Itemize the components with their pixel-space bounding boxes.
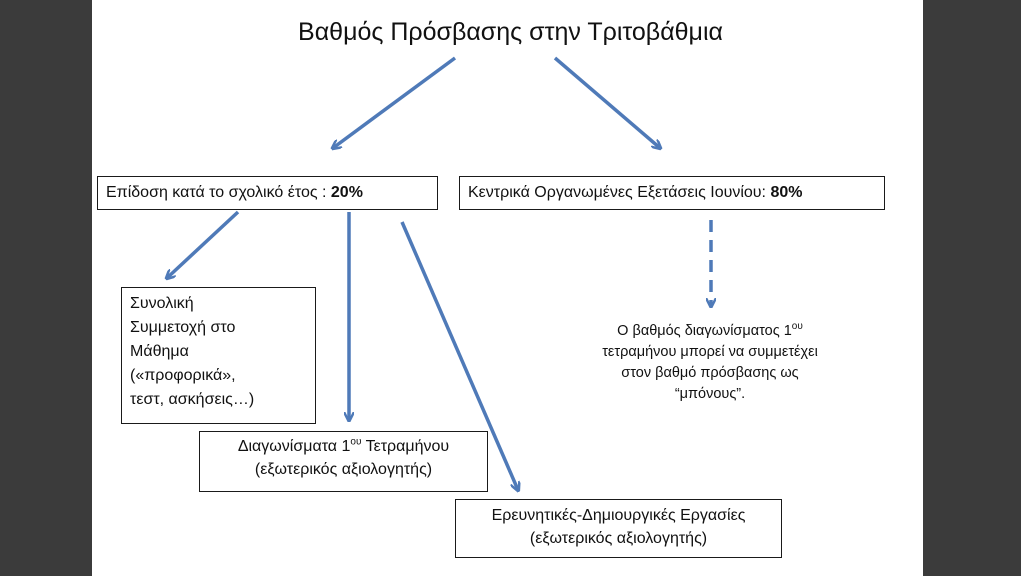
projects-line1: Ερευνητικές-Δημιουργικές Εργασίες	[491, 507, 746, 524]
arrow-title-to-school-year	[333, 56, 457, 148]
note-line3: στον βαθμό πρόσβασης ως	[621, 365, 799, 382]
tests-line1-sup: ου	[350, 436, 362, 448]
box-school-year: Επίδοση κατά το σχολικό έτος : 20%	[97, 176, 438, 210]
diagram-title: Βαθμός Πρόσβασης στην Τριτοβάθμια	[298, 18, 723, 46]
participation-line2: Συμμετοχή στο	[130, 319, 236, 336]
tests-line1-pre: Διαγωνίσματα 1	[237, 438, 351, 455]
central-exams-label: Κεντρικά Οργανωμένες Εξετάσεις Ιουνίου:	[468, 184, 771, 201]
note-line1-pre: Ο βαθμός διαγωνίσματος 1	[617, 323, 792, 339]
participation-line3: Μάθημα	[130, 343, 189, 360]
projects-line2: (εξωτερικός αξιολογητής)	[529, 530, 708, 548]
school-year-percent: 20%	[330, 184, 363, 201]
participation-line5: τεστ, ασκήσεις…)	[130, 391, 255, 408]
box-participation: Συνολική Συμμετοχή στο Μάθημα («προφορικ…	[121, 287, 316, 424]
tests-line1-post: Τετραμήνου	[361, 438, 450, 455]
central-exams-percent: 80%	[770, 184, 803, 201]
arrow-school-to-projects	[400, 221, 518, 490]
note-line1-sup: ου	[791, 321, 803, 333]
bonus-note: Ο βαθμός διαγωνίσματος 1ου τετραμήνου μπ…	[590, 321, 830, 405]
participation-line1: Συνολική	[130, 295, 194, 312]
note-line4: “μπόνους”.	[674, 386, 746, 403]
note-line2: τετραμήνου μπορεί να συμμετέχει	[602, 344, 818, 361]
box-tests: Διαγωνίσματα 1ου Τετραμήνου (εξωτερικός …	[199, 431, 488, 492]
box-projects: Ερευνητικές-Δημιουργικές Εργασίες (εξωτε…	[455, 499, 782, 558]
tests-line2: (εξωτερικός αξιολογητής)	[254, 461, 433, 479]
arrow-title-to-central-exams	[553, 56, 660, 148]
school-year-label: Επίδοση κατά το σχολικό έτος :	[106, 184, 331, 201]
box-central-exams: Κεντρικά Οργανωμένες Εξετάσεις Ιουνίου: …	[459, 176, 885, 210]
participation-line4: («προφορικά»,	[130, 367, 236, 384]
arrow-school-to-participation	[167, 210, 240, 278]
